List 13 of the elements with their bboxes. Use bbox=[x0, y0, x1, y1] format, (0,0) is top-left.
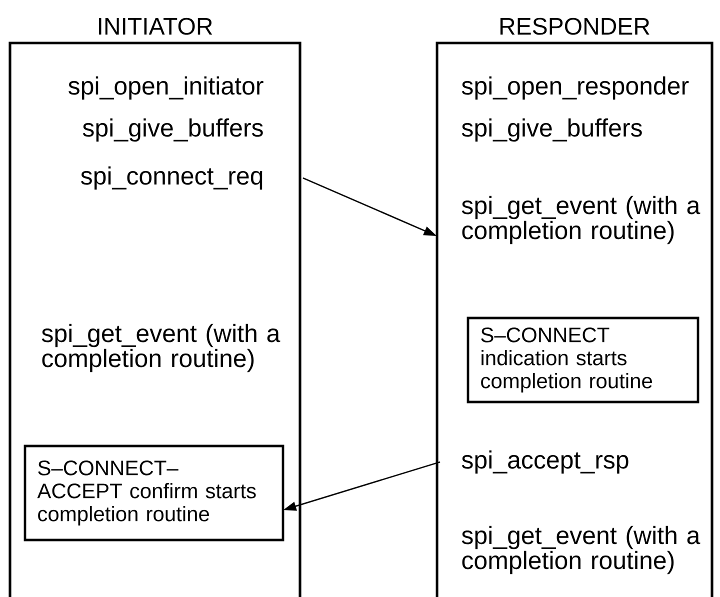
lane-heading: INITIATOR bbox=[99, 18, 212, 35]
call-text: spi_get_event (with a completion routine) bbox=[462, 526, 700, 574]
call-text: spi_give_buffers bbox=[462, 118, 642, 142]
call-text: spi_open_initiator bbox=[68, 76, 264, 100]
event-box: S–CONNECT indication starts completion routine bbox=[466, 316, 700, 404]
call-text: spi_accept_rsp bbox=[462, 450, 628, 474]
event-box: S–CONNECT–ACCEPT confirm starts completion routine bbox=[24, 444, 284, 542]
call-text: spi_get_event (with a completion routine) bbox=[462, 196, 700, 244]
call-text: spi_connect_req bbox=[81, 166, 262, 190]
lane-heading: RESPONDER bbox=[500, 18, 650, 35]
call-text: spi_open_responder bbox=[462, 76, 689, 100]
call-text: spi_get_event (with a completion routine) bbox=[42, 324, 280, 372]
call-text: spi_give_buffers bbox=[82, 118, 263, 142]
